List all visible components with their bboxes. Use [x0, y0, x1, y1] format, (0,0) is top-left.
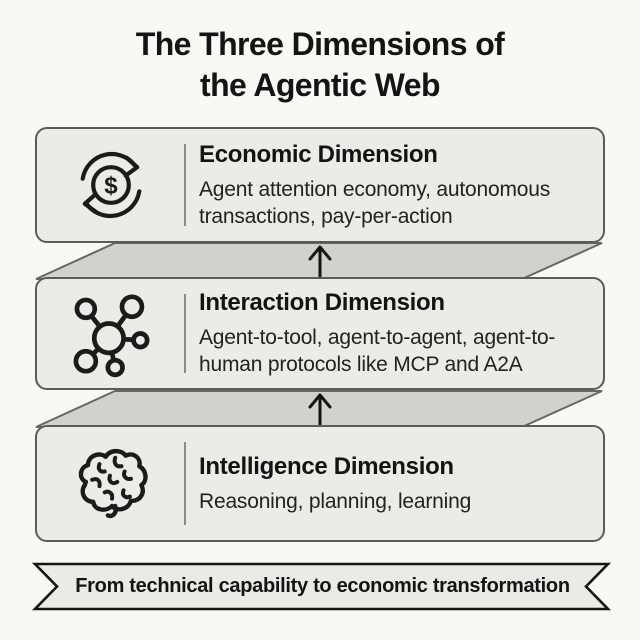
- layer-description: Agent-to-tool, agent-to-agent, agent-to-…: [199, 326, 556, 376]
- layer-description: Reasoning, planning, learning: [199, 489, 472, 513]
- ribbon-shape: [31, 562, 612, 611]
- layer-interaction: Interaction Dimension Agent-to-tool, age…: [35, 277, 605, 390]
- banner-text: From technical capability to economic tr…: [75, 575, 570, 597]
- connector-band-upper: [35, 242, 603, 281]
- layer-icon-column: [37, 290, 184, 378]
- currency-cycle-icon: $: [80, 151, 141, 219]
- bottom-banner: From technical capability to economic tr…: [30, 560, 615, 615]
- layer-intelligence: Intelligence Dimension Reasoning, planni…: [35, 425, 605, 542]
- layer-icon-column: [37, 440, 184, 528]
- network-nodes-icon: [73, 293, 149, 377]
- page-title-line-2: the Agentic Web: [200, 67, 441, 103]
- vertical-divider: [184, 442, 186, 525]
- vertical-divider: [184, 294, 186, 373]
- layer-heading: Intelligence Dimension: [199, 452, 454, 480]
- layer-text-column: Intelligence Dimension Reasoning, planni…: [186, 453, 603, 515]
- up-arrow-icon: [308, 393, 332, 429]
- svg-text:$: $: [104, 172, 118, 199]
- vertical-divider: [184, 144, 186, 226]
- layer-economic: $ Economic Dimension Agent attention eco…: [35, 127, 605, 243]
- page-title-line-1: The Three Dimensions of: [135, 26, 505, 62]
- layer-icon-column: $: [37, 141, 184, 229]
- connector-band-lower: [35, 390, 603, 429]
- layer-description: Agent attention economy, autonomous tran…: [199, 177, 551, 228]
- up-arrow-icon: [308, 245, 332, 281]
- layer-text-column: Interaction Dimension Agent-to-tool, age…: [186, 289, 603, 378]
- layer-text-column: Economic Dimension Agent attention econo…: [186, 141, 603, 230]
- layer-heading: Economic Dimension: [199, 140, 438, 168]
- page-title: The Three Dimensions of the Agentic Web: [0, 24, 640, 106]
- brain-icon: [78, 448, 148, 518]
- layer-heading: Interaction Dimension: [199, 289, 445, 316]
